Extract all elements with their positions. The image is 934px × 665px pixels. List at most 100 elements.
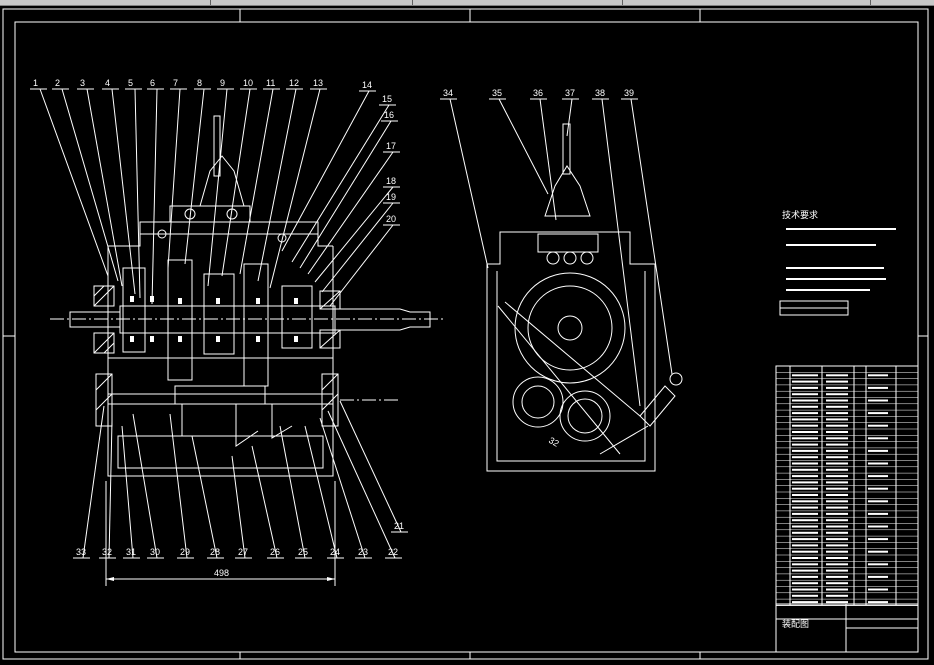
parts-list-cell-text [826, 575, 848, 578]
callout-label-5: 5 [128, 78, 133, 88]
callout-label-35: 35 [492, 88, 502, 98]
callout-label-27: 27 [238, 547, 248, 557]
parts-list-cell-text [792, 475, 818, 478]
callout-leader [601, 98, 641, 407]
parts-list-cell-text [826, 582, 848, 585]
callout-leader [134, 88, 141, 299]
callout-leader [184, 88, 205, 265]
callout-label-29: 29 [180, 547, 190, 557]
parts-list-cell-text [868, 525, 888, 528]
callout-leader [191, 435, 218, 559]
parts-list-cell-text [792, 412, 818, 415]
callout-label-37: 37 [565, 88, 575, 98]
parts-list-cell-text [792, 418, 818, 421]
callout-label-6: 6 [150, 78, 155, 88]
side-section-view: 32 [486, 123, 683, 472]
callout-leader [630, 98, 673, 375]
parts-list-cell-text [868, 424, 888, 427]
parts-list-cell-text [792, 468, 818, 471]
callout-label-28: 28 [210, 547, 220, 557]
callout-leader [257, 88, 297, 282]
parts-list-cell-text [826, 449, 848, 452]
parts-list-cell-text [792, 437, 818, 440]
callout-leader [307, 151, 394, 275]
callout-leader [281, 90, 370, 252]
parts-list-table [775, 365, 919, 606]
parts-list-cell-text [792, 487, 818, 490]
parts-list-cell-text [792, 544, 818, 547]
callout-leader [449, 98, 489, 269]
parts-list-cell-text [792, 582, 818, 585]
parts-list-cell-text [826, 594, 848, 597]
parts-list-cell-text [792, 519, 818, 522]
parts-list-cell-text [792, 462, 818, 465]
parts-list-cell-text [826, 386, 848, 389]
side-dimension-text: 32 [547, 435, 561, 449]
callout-leader [498, 98, 549, 195]
parts-list-cell-text [826, 462, 848, 465]
callout-label-31: 31 [126, 547, 136, 557]
parts-list-cell-text [868, 462, 888, 465]
parts-list-cell-text [868, 550, 888, 553]
callout-leader [82, 405, 105, 559]
callout-label-14: 14 [362, 80, 372, 90]
callout-label-32: 32 [102, 547, 112, 557]
callout-leader [132, 413, 158, 559]
parts-list-cell-text [792, 601, 818, 604]
callout-label-26: 26 [270, 547, 280, 557]
callout-leader [39, 88, 109, 277]
callout-leader [239, 88, 274, 275]
callout-label-15: 15 [382, 94, 392, 104]
callout-label-38: 38 [595, 88, 605, 98]
callout-leader [329, 224, 394, 307]
parts-list-cell-text [792, 443, 818, 446]
parts-list-cell-text [868, 538, 888, 541]
parts-list-cell-text [826, 437, 848, 440]
parts-list-cell-text [792, 380, 818, 383]
callout-leader [321, 202, 394, 293]
callout-label-2: 2 [55, 78, 60, 88]
callout-leader [86, 88, 123, 287]
callout-leader [319, 417, 366, 559]
parts-list-cell-text [792, 500, 818, 503]
parts-list-cell-text [868, 449, 888, 452]
parts-list-cell-text [868, 412, 888, 415]
parts-list-cell-text [792, 481, 818, 484]
callout-leader [167, 88, 181, 269]
callout-label-24: 24 [330, 547, 340, 557]
outer-frame [2, 8, 929, 660]
parts-list-cell-text [792, 431, 818, 433]
callout-label-30: 30 [150, 547, 160, 557]
parts-list-cell-text [826, 506, 848, 509]
parts-list-cell-text [826, 538, 848, 541]
callout-label-12: 12 [289, 78, 299, 88]
callout-label-19: 19 [386, 192, 396, 202]
parts-list-cell-text [792, 456, 818, 459]
parts-list-cell-text [826, 601, 848, 604]
parts-list-cell-text [826, 512, 848, 515]
parts-list-cell-text [826, 399, 848, 402]
notes-title: 技术要求 [782, 209, 818, 220]
parts-list-cell-text [826, 374, 848, 377]
parts-list-cell-text [826, 569, 848, 572]
callout-leader [339, 400, 402, 533]
parts-list-cell-text [868, 575, 888, 578]
callout-label-39: 39 [624, 88, 634, 98]
callout-leader [207, 88, 228, 287]
inner-frame [14, 21, 919, 653]
parts-list-cell-text [792, 588, 818, 591]
callout-leader [61, 88, 119, 282]
parts-list-cell-text [826, 418, 848, 421]
callout-leader [121, 425, 134, 559]
parts-list-cell-text [826, 481, 848, 484]
parts-list-cell-text [792, 386, 818, 389]
parts-list-cell-text [826, 443, 848, 446]
callout-label-13: 13 [313, 78, 323, 88]
callout-leader [279, 425, 306, 559]
callout-leader [269, 88, 321, 289]
parts-list-cell-text [868, 386, 888, 389]
callout-label-33: 33 [76, 547, 86, 557]
parts-list-cell-text [868, 500, 888, 503]
callout-leader [151, 88, 158, 305]
callout-leader [304, 425, 338, 559]
